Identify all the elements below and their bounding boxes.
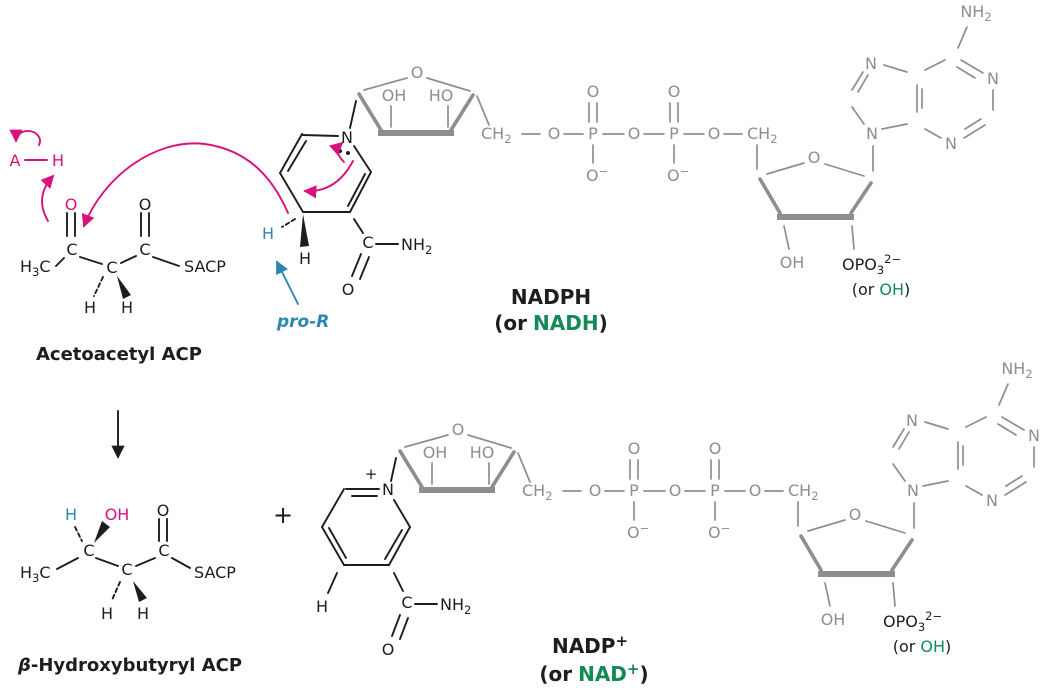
OH-wedge-bond (94, 521, 110, 543)
acetoacetyl-caption: Acetoacetyl ACP (36, 344, 202, 365)
carbinol-C: C (83, 541, 94, 560)
plus-sign: + (273, 501, 293, 529)
phosphate1-O-minus: O− (586, 164, 608, 185)
nadp-pyridinium: + N H C NH2 O (316, 457, 471, 659)
adenosine-diphosphate-skeleton: O OH HO CH2 O P O O− O P O O− O CH2 (357, 2, 999, 299)
amide-O: O (342, 280, 355, 299)
alpha-C: C (106, 258, 117, 277)
ring-N-plus: N (382, 480, 394, 499)
adenine-N3: N (945, 134, 957, 153)
proR-H-dashed-bond (281, 218, 296, 228)
C4-H: H (299, 249, 311, 268)
adenine-N7: N (865, 54, 877, 73)
amide-NH2: NH2 (401, 235, 432, 257)
diphosphate-bonds (521, 102, 758, 170)
alpha-H-wedge-bond (117, 276, 131, 299)
hydride-transfer-arrow (81, 142, 289, 228)
glycosidic-bond (349, 100, 357, 129)
alpha-H2-2: H (137, 604, 149, 623)
acid-A: A (10, 151, 21, 170)
phosphorus-2: P (669, 124, 679, 143)
proton-transfer-arrow (40, 174, 55, 222)
carbonyl-O-2: O (157, 501, 170, 520)
methyl-group: H3C (20, 257, 51, 279)
alpha-H-wedge-2 (133, 581, 147, 602)
ribose-3prime-OH: OH (780, 253, 805, 272)
adenosine-ribose-O: O (808, 148, 821, 167)
bridge-O-1: O (548, 124, 561, 143)
acetoacetyl-acp: O C H3C C H H C O SACP Acetoacetyl ACP (20, 195, 226, 365)
ring-N-plus-charge: + (365, 465, 378, 483)
lone-pair-dot (346, 151, 350, 155)
ribose-3OH: HO (429, 86, 454, 105)
amide-NH2-2: NH2 (440, 595, 471, 617)
pyridinium-ring-bonds (321, 488, 411, 566)
beta-hydroxybutyryl-acp: H OH C H3C C H H C O SACP β-Hydroxybutyr… (17, 501, 242, 676)
nicotinamide-ribose-bonds (357, 77, 490, 136)
acid-loop-arrow (9, 129, 41, 146)
thioester-C: C (139, 240, 150, 259)
phosphate2-O-minus: O− (667, 164, 689, 185)
ch2-group: CH2 (481, 124, 512, 146)
carbonyl1-O: O (65, 195, 78, 214)
ribose-ring-O: O (411, 63, 424, 82)
ring-arrow-1 (329, 141, 345, 163)
nadp-adenosine-skeleton (400, 359, 1040, 656)
dihydropyridine-ring-bonds (279, 133, 372, 213)
new-OH: OH (105, 505, 130, 524)
adenosine-ribose-bonds (758, 145, 874, 250)
sacp-group: SACP (184, 257, 226, 276)
nadph-name: NADPH (511, 285, 591, 309)
phosphorus-1: P (588, 124, 598, 143)
nadph-nicotinamide: N H H C NH2 O pro-R (262, 100, 432, 332)
methyl-group-2: H3C (20, 563, 51, 585)
bridge-O-3: O (708, 124, 721, 143)
acid-group: A H (9, 129, 289, 228)
carbonyl1-C: C (66, 240, 77, 259)
new-H-dashed-bond (74, 526, 83, 542)
ribose-2prime-phosphate: OPO32− (842, 252, 901, 277)
ring-arrow-2 (303, 160, 354, 199)
amide-C-2: C (401, 593, 412, 612)
proR-H: H (262, 224, 274, 243)
sacp-group-2: SACP (194, 563, 236, 582)
phosphate1-dbl-O: O (587, 82, 600, 101)
C4-H-aromatic: H (316, 597, 328, 616)
proR-pointer-arrow (276, 260, 299, 305)
C4-H-wedge (300, 214, 309, 247)
alpha-H-dashed-2 (111, 581, 121, 601)
ch2-group-2: CH2 (747, 124, 778, 146)
alpha-H1: H (84, 298, 96, 317)
new-H: H (65, 505, 77, 524)
alpha-H1-2: H (101, 604, 113, 623)
acid-H: H (52, 151, 64, 170)
bridge-O-2: O (628, 124, 641, 143)
phosphate2-dbl-O: O (668, 82, 681, 101)
ring-N: N (341, 128, 353, 147)
glycosidic-bond-2 (390, 457, 397, 482)
thioester-C-2: C (158, 541, 169, 560)
alpha-H2: H (121, 298, 133, 317)
ribose-2OH: OH (382, 86, 407, 105)
adenine-N1: N (987, 69, 999, 88)
amide-O-2: O (382, 640, 395, 659)
adenine-NH2: NH2 (960, 2, 991, 24)
adenine-N9: N (866, 124, 878, 143)
beta-hydroxybutyryl-caption: β-Hydroxybutyryl ACP (17, 655, 242, 676)
carbonyl2-O: O (139, 195, 152, 214)
proR-label: pro-R (276, 312, 329, 332)
amide-C: C (362, 233, 373, 252)
nadp-name: NADP+ (552, 632, 628, 658)
alpha-C-2: C (121, 560, 132, 579)
alpha-H-dashed-bond (93, 276, 104, 297)
adenine-bonds (851, 26, 994, 139)
